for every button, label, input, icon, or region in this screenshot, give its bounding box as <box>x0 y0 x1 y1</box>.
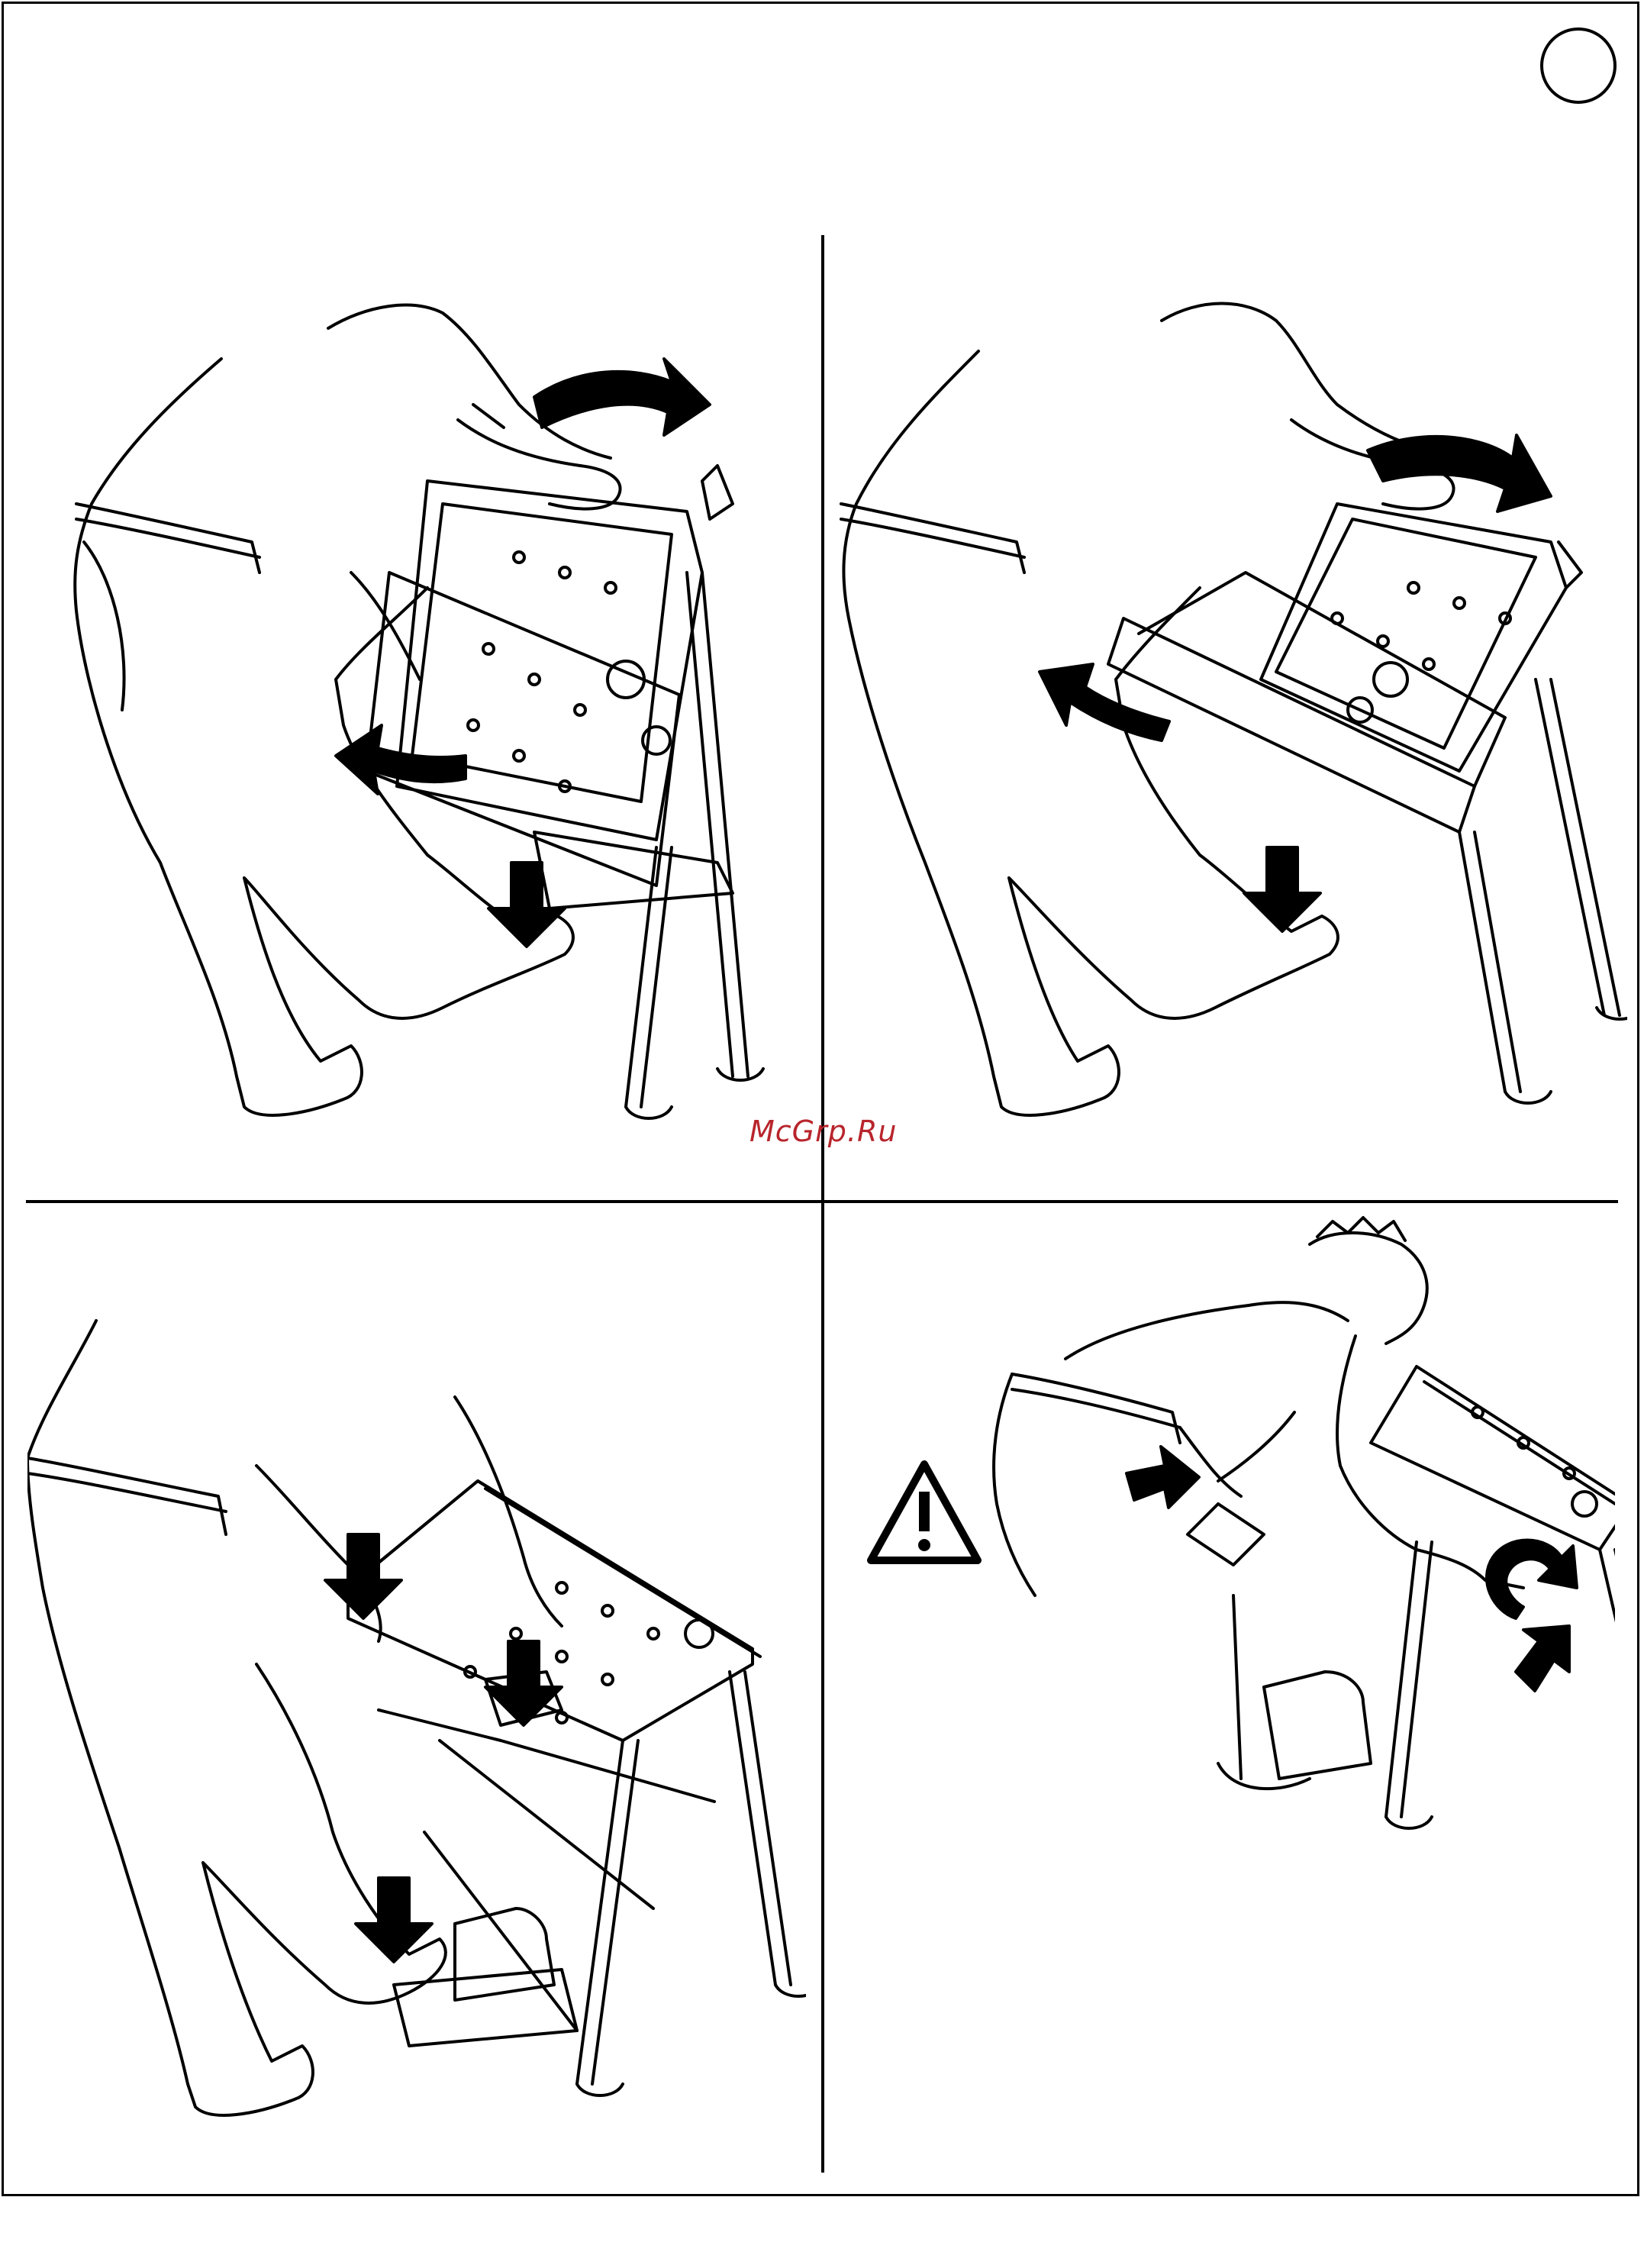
illustration-panel-bottom-right <box>989 1214 1615 1916</box>
step-number-circle <box>1540 27 1617 104</box>
illustration-panel-bottom-left <box>27 1313 806 2137</box>
watermark: McGrp.Ru <box>749 1115 897 1148</box>
vertical-divider <box>821 235 824 2173</box>
illustration-panel-top-left <box>31 252 809 1168</box>
down-arrow-icon <box>325 1534 401 1618</box>
warning-icon <box>867 1460 982 1570</box>
rotate-arrow-icon <box>1040 664 1169 740</box>
illustration-panel-top-right <box>833 252 1627 1168</box>
horizontal-divider <box>26 1200 1618 1203</box>
push-arrow-icon <box>1127 1447 1199 1508</box>
rotate-arrow-icon <box>534 359 710 435</box>
down-arrow-icon <box>488 863 565 947</box>
rotate-knob-icon <box>1487 1540 1577 1619</box>
push-arrow-icon <box>1516 1626 1569 1691</box>
rotate-arrow-icon <box>1368 435 1551 511</box>
down-arrow-icon <box>1244 847 1320 931</box>
